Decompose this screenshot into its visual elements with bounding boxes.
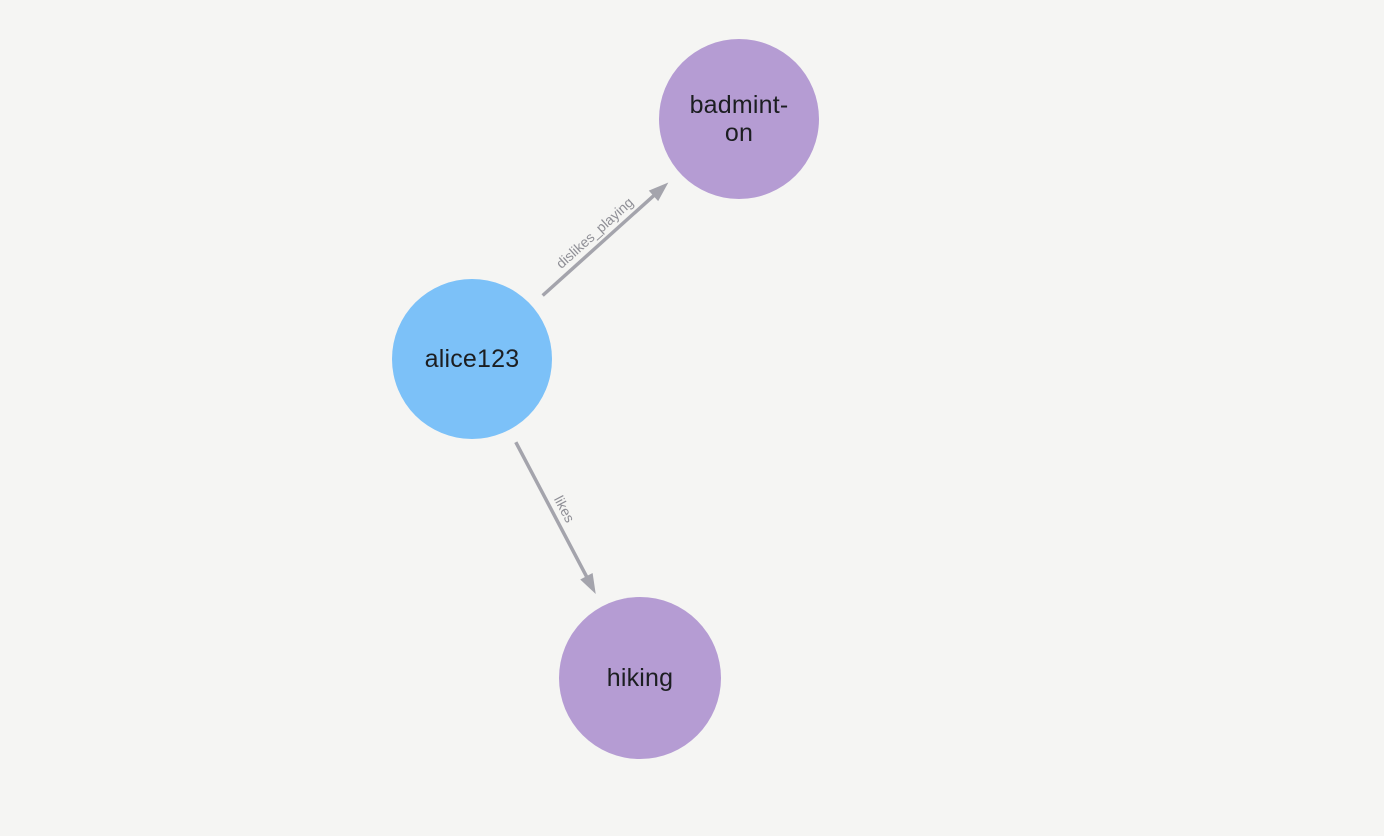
edge-alice123-hiking[interactable]: likes <box>514 441 596 594</box>
node-label: badmint- on <box>689 91 789 147</box>
graph-node-alice123[interactable]: alice123 <box>392 279 552 439</box>
edge-alice123-badminton[interactable]: dislikes_playing <box>541 182 669 297</box>
graph-node-hiking[interactable]: hiking <box>559 597 721 759</box>
node-label: alice123 <box>424 345 520 373</box>
edge-arrowhead-icon <box>648 182 669 202</box>
node-label: hiking <box>606 664 674 692</box>
edge-label: dislikes_playing <box>553 194 637 271</box>
edge-line <box>541 193 657 297</box>
edge-arrowhead-icon <box>580 572 596 594</box>
edge-line <box>514 441 589 579</box>
graph-node-badminton[interactable]: badmint- on <box>659 39 819 199</box>
